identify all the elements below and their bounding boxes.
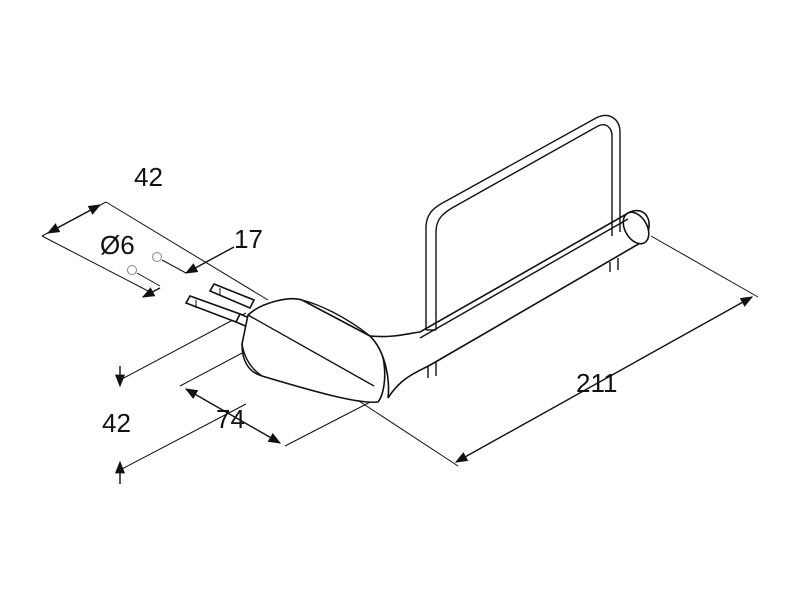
dim-top-depth: 42 [41,162,269,301]
wall-mount-body [241,298,386,404]
dim-base-length: 74 [179,350,383,447]
hole-upper [152,252,162,262]
dim-total-length: 211 [335,235,759,467]
dim-top-depth-label: 42 [134,162,163,192]
dim-diameter: Ø6 [100,230,187,287]
hole-lower [127,265,137,275]
holder-loop [425,114,621,378]
dim-offset-label: 17 [234,224,263,254]
dim-height: 42 [102,312,247,484]
holder-arm [367,209,650,399]
dim-diameter-label: Ø6 [100,230,135,260]
dim-total-length-label: 211 [576,368,617,398]
dim-base-length-label: 74 [216,404,245,434]
dim-height-label: 42 [102,408,131,438]
wall-anchors [184,282,256,330]
dim-offset: 17 [141,224,263,298]
